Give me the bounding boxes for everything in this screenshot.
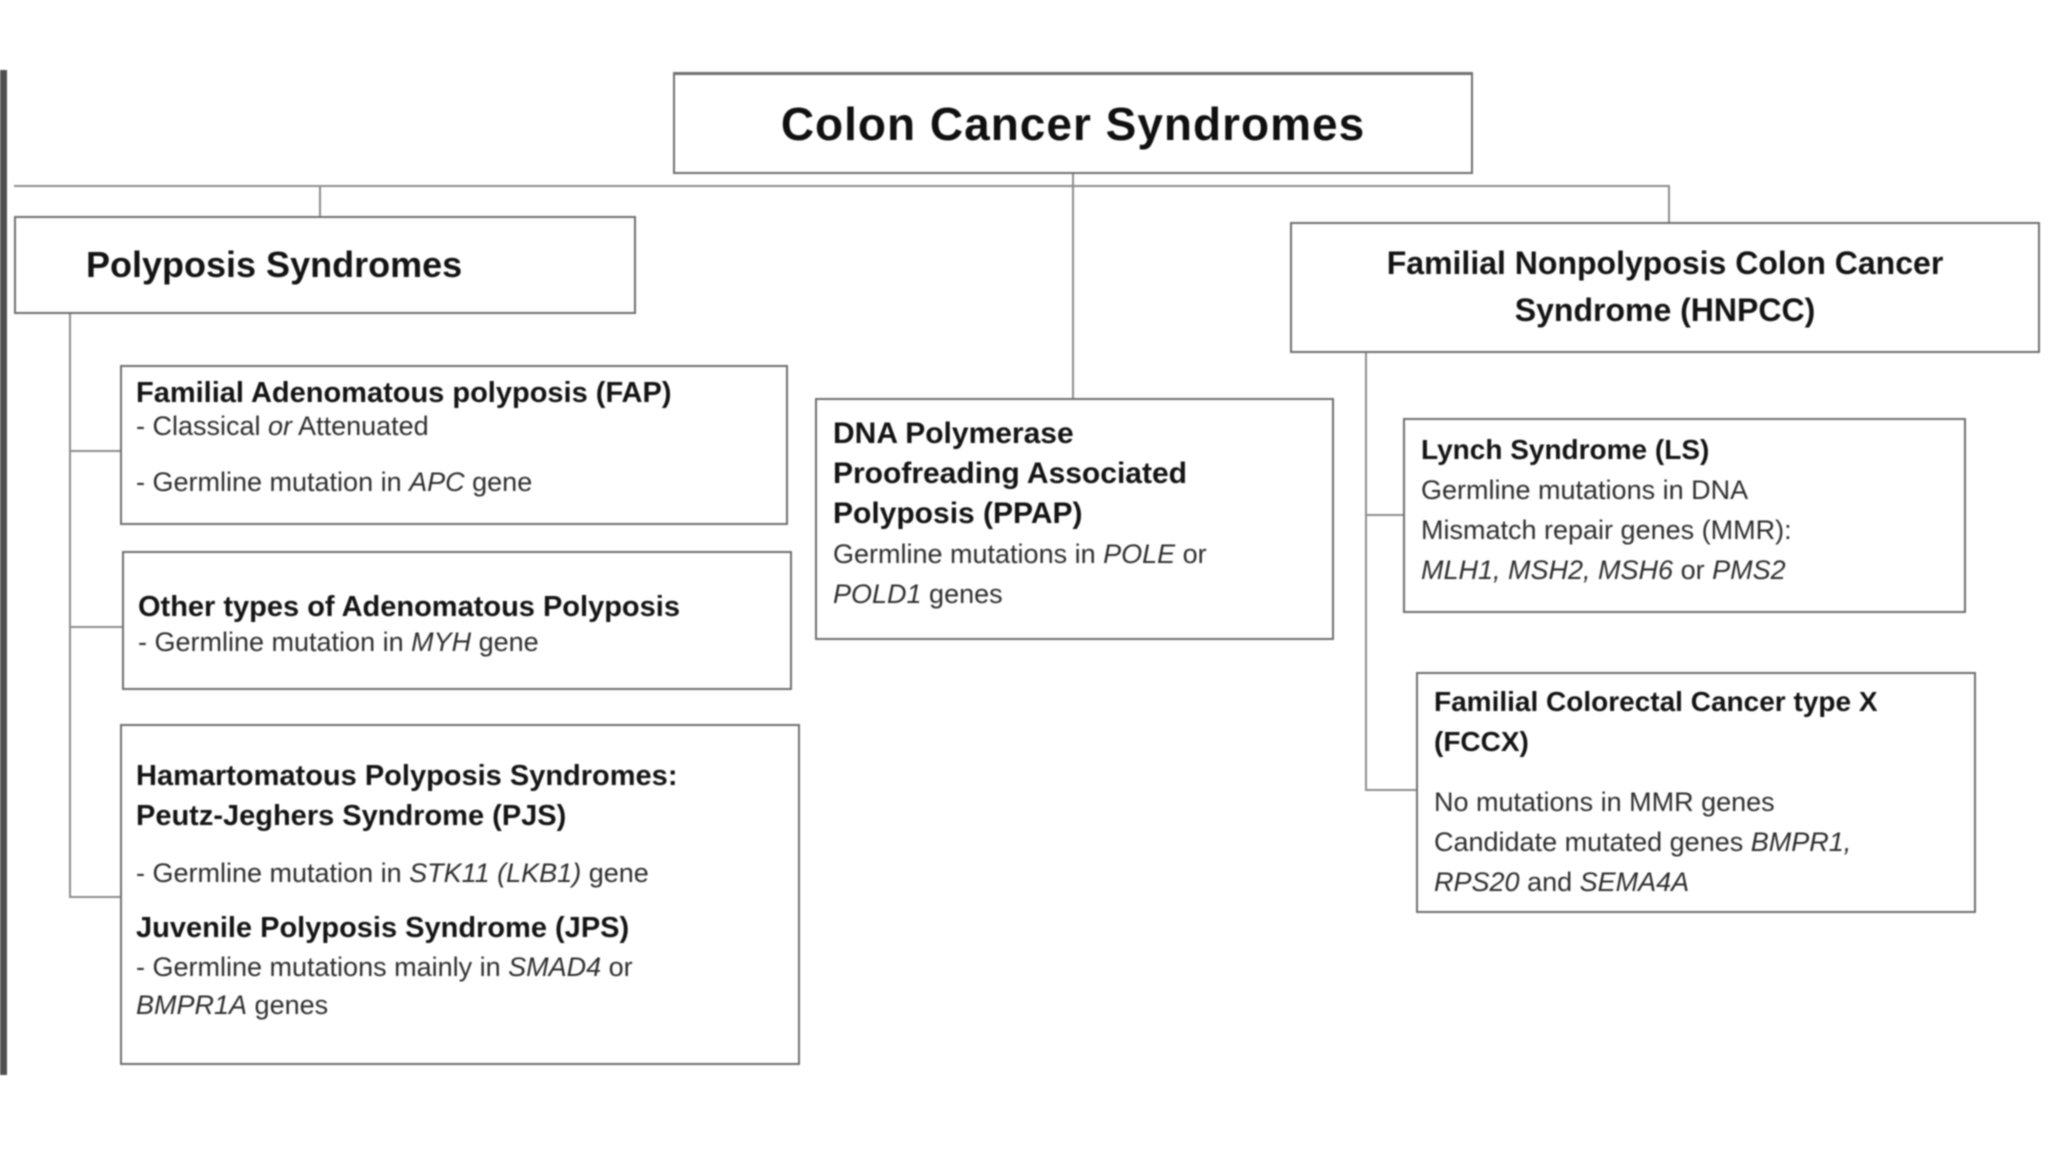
fap-line-germline-post: gene [464, 467, 533, 497]
pjs-gene-stk11: STK11 (LKB1) [409, 858, 582, 888]
node-hamartomatous: Hamartomatous Polyposis Syndromes: Peutz… [120, 724, 800, 1065]
other-gene-myh: MYH [411, 627, 472, 657]
fap-heading: Familial Adenomatous polyposis (FAP) [136, 377, 672, 409]
diagram-title: Colon Cancer Syndromes [780, 97, 1366, 150]
polyposis-label: Polyposis Syndromes [86, 244, 463, 285]
node-hnpcc: Familial Nonpolyposis Colon Cancer Syndr… [1290, 222, 2040, 353]
node-fccx: Familial Colorectal Cancer type X (FCCX)… [1416, 672, 1976, 913]
other-line-post: gene [471, 627, 539, 657]
other-line-pre: - Germline mutation in [138, 627, 412, 657]
node-polyposis-syndromes: Polyposis Syndromes [14, 216, 636, 314]
jps-line1: - Germline mutations mainly in SMAD4 or [136, 948, 784, 986]
jps-gene-bmpr1a: BMPR1A [136, 990, 248, 1020]
jps-line1-pre: - Germline mutations mainly in [136, 952, 509, 982]
hnpcc-label-line1: Familial Nonpolyposis Colon Cancer [1386, 245, 1944, 281]
fap-gene-apc: APC [409, 467, 465, 497]
fap-line-classical-pre: - Classical [136, 411, 269, 441]
fccx-heading2: (FCCX) [1434, 726, 1529, 757]
connector-drop-hnpcc [1668, 186, 1670, 224]
jps-line2: BMPR1A genes [136, 986, 784, 1024]
fccx-line2: Candidate mutated genes BMPR1, [1434, 822, 1958, 862]
connector-stub-other [69, 626, 124, 628]
fccx-heading1: Familial Colorectal Cancer type X [1434, 686, 1878, 717]
ppap-heading1: DNA Polymerase [833, 417, 1074, 450]
lynch-line1: Germline mutations in DNA [1421, 475, 1749, 505]
ppap-gene-pold1: POLD1 [833, 579, 922, 609]
ppap-line1: Germline mutations in POLE or [833, 534, 1316, 574]
ppap-heading2: Proofreading Associated [833, 457, 1187, 490]
connector-left-trunk [69, 314, 71, 898]
other-heading: Other types of Adenomatous Polyposis [138, 591, 680, 623]
hnpcc-label-line2: Syndrome (HNPCC) [1514, 292, 1816, 328]
fap-line-germline-pre: - Germline mutation in [136, 467, 410, 497]
pjs-line-post: gene [581, 858, 649, 888]
pjs-line-germline: - Germline mutation in STK11 (LKB1) gene [136, 854, 784, 892]
jps-line1-post: or [601, 952, 633, 982]
fap-line-classical-or: or [268, 411, 293, 441]
ppap-heading3: Polyposis (PPAP) [833, 497, 1083, 530]
node-ppap: DNA Polymerase Proofreading Associated P… [815, 398, 1334, 640]
connector-stub-fccx [1365, 789, 1418, 791]
connector-right-trunk [1365, 351, 1367, 791]
fccx-gene-sema4a: SEMA4A [1579, 867, 1690, 897]
jps-line2-post: genes [247, 990, 329, 1020]
hamartomatous-heading2: Peutz-Jeghers Syndrome (PJS) [136, 800, 567, 832]
other-line-germline: - Germline mutation in MYH gene [138, 625, 776, 659]
fccx-line1: No mutations in MMR genes [1434, 787, 1775, 817]
lynch-gene-pms2: PMS2 [1712, 555, 1786, 585]
node-fap: Familial Adenomatous polyposis (FAP) - C… [120, 365, 788, 525]
fccx-line3: RPS20 and SEMA4A [1434, 862, 1958, 902]
connector-title-to-ppap [1072, 172, 1074, 400]
connector-branch-horizontal [14, 185, 1670, 187]
connector-stub-hamartomatous [69, 896, 122, 898]
connector-stub-fap [69, 450, 122, 452]
connector-drop-polyposis [319, 186, 321, 218]
fap-line-classical: - Classical or Attenuated [136, 410, 772, 442]
left-edge-bar [0, 70, 7, 1075]
fap-line-germline: - Germline mutation in APC gene [136, 466, 772, 498]
hamartomatous-heading1: Hamartomatous Polyposis Syndromes: [136, 760, 678, 792]
ppap-line2: POLD1 genes [833, 574, 1316, 614]
lynch-line2: Mismatch repair genes (MMR): [1421, 515, 1792, 545]
ppap-line1-pre: Germline mutations in [833, 539, 1104, 569]
node-lynch: Lynch Syndrome (LS) Germline mutations i… [1403, 418, 1966, 613]
fccx-line2-pre: Candidate mutated genes [1434, 827, 1751, 857]
lynch-line3-or: or [1673, 555, 1713, 585]
jps-heading: Juvenile Polyposis Syndrome (JPS) [136, 912, 630, 944]
lynch-genes-mmr: MLH1, MSH2, MSH6 [1421, 555, 1674, 585]
jps-gene-smad4: SMAD4 [508, 952, 602, 982]
connector-stub-lynch [1365, 514, 1405, 516]
lynch-line3: MLH1, MSH2, MSH6 or PMS2 [1421, 550, 1948, 590]
pjs-line-pre: - Germline mutation in [136, 858, 410, 888]
ppap-gene-pole: POLE [1103, 539, 1176, 569]
ppap-line1-post: or [1175, 539, 1207, 569]
fccx-gene-rps20: RPS20 [1434, 867, 1520, 897]
node-colon-cancer-syndromes: Colon Cancer Syndromes [673, 72, 1473, 174]
lynch-heading: Lynch Syndrome (LS) [1421, 434, 1710, 465]
node-other-adenomatous: Other types of Adenomatous Polyposis - G… [122, 551, 792, 690]
ppap-line2-post: genes [921, 579, 1003, 609]
fap-line-classical-post: Attenuated [292, 411, 429, 441]
fccx-line3-and: and [1519, 867, 1580, 897]
fccx-gene-bmpr1: BMPR1, [1750, 827, 1852, 857]
